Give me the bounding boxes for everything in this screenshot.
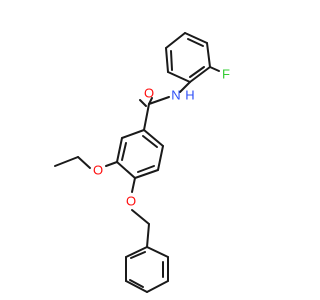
bond bbox=[187, 38, 204, 47]
bond bbox=[165, 47, 169, 73]
atom-label-o-benzyloxy: O bbox=[126, 194, 136, 209]
bond bbox=[206, 42, 211, 68]
bond bbox=[143, 129, 164, 147]
bond bbox=[116, 137, 123, 163]
bond bbox=[189, 66, 211, 83]
atom-label-f: F bbox=[222, 67, 230, 82]
bond bbox=[189, 66, 205, 78]
bond bbox=[125, 280, 148, 293]
bond bbox=[165, 32, 186, 49]
bond bbox=[184, 32, 208, 44]
bond bbox=[170, 50, 173, 71]
atom-labels: O N H F O O bbox=[93, 67, 230, 209]
bond bbox=[105, 161, 118, 167]
bond bbox=[146, 223, 150, 248]
bond bbox=[146, 246, 169, 258]
bond bbox=[77, 156, 91, 169]
bond bbox=[167, 71, 191, 83]
bond bbox=[142, 135, 158, 148]
amide-nitrogen: N H bbox=[171, 88, 194, 103]
atom-label-o-ethoxy: O bbox=[93, 163, 103, 178]
atom-label-h: H bbox=[185, 88, 194, 103]
bond bbox=[137, 165, 155, 173]
bond bbox=[125, 246, 148, 258]
bond bbox=[130, 251, 146, 259]
bond bbox=[54, 156, 79, 167]
bond bbox=[148, 96, 170, 105]
bond bbox=[157, 145, 164, 171]
ethoxy-oxygen: O bbox=[93, 163, 103, 178]
bond bbox=[134, 169, 159, 179]
atom-label-n: N bbox=[171, 88, 180, 103]
bond bbox=[131, 177, 136, 193]
fluorine: F bbox=[222, 67, 230, 82]
bond bbox=[131, 209, 150, 225]
bond bbox=[139, 99, 147, 107]
bond bbox=[116, 161, 136, 179]
bond bbox=[143, 103, 150, 131]
benzyloxy-oxygen: O bbox=[126, 194, 136, 209]
bond bbox=[146, 280, 169, 293]
bond bbox=[209, 66, 220, 72]
bond bbox=[121, 142, 127, 161]
atom-label-o: O bbox=[144, 86, 154, 101]
bonds bbox=[54, 32, 220, 293]
bond bbox=[148, 97, 153, 105]
bond bbox=[129, 279, 144, 288]
bond bbox=[179, 81, 191, 93]
carbonyl-oxygen: O bbox=[144, 86, 154, 101]
bond bbox=[121, 129, 145, 139]
molecule-structure: O N H F O O bbox=[54, 32, 230, 293]
